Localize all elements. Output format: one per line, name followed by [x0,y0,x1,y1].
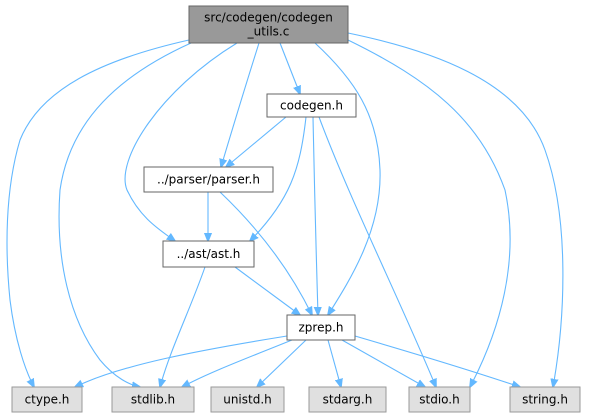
edge-zprep-h-to-stdlib-h [182,339,293,387]
node-label-stdlib-h: stdlib.h [131,393,175,407]
node-box-zprep-h [286,314,356,341]
edge-ast-h-to-zprep-h [234,266,300,315]
node-label-ctype-h: ctype.h [25,393,70,407]
node-root[interactable]: src/codegen/codegen_utils.c [188,5,349,44]
node-label-string-h: string.h [522,393,568,407]
node-label-stdio-h: stdio.h [419,393,459,407]
edge-root-to-zprep-h [314,42,381,315]
edge-root-to-string-h [347,32,564,387]
node-box-codegen-h [266,93,357,118]
edge-codegen-h-to-zprep-h [312,116,318,315]
node-stdio-h: stdio.h [408,386,471,413]
node-parser-h[interactable]: ../parser/parser.h [143,166,274,193]
edge-zprep-h-to-ctype-h [75,335,288,387]
edge-zprep-h-to-stdarg-h [327,339,341,387]
edge-zprep-h-to-string-h [354,335,520,387]
node-label-ast-h: ../ast/ast.h [177,247,241,261]
node-box-root [188,5,349,44]
node-label-parser-h: ../parser/parser.h [157,173,260,187]
node-ctype-h: ctype.h [11,386,83,413]
node-box-unistd-h [210,386,285,413]
node-string-h: string.h [509,386,581,413]
node-box-ast-h [162,240,255,268]
node-box-stdlib-h [111,386,195,413]
node-label-zprep-h: zprep.h [298,321,343,335]
edge-codegen-h-to-parser-h [226,116,287,167]
edge-codegen-h-to-ast-h [250,116,307,241]
edge-zprep-h-to-stdio-h [341,339,425,387]
edge-root-to-parser-h [221,42,260,167]
node-stdlib-h: stdlib.h [111,386,195,413]
node-box-string-h [509,386,581,413]
edge-parser-h-to-zprep-h [219,191,312,315]
node-zprep-h[interactable]: zprep.h [286,314,356,341]
node-stdarg-h: stdarg.h [308,386,387,413]
node-box-stdarg-h [308,386,387,413]
node-label-stdarg-h: stdarg.h [323,393,373,407]
edge-root-to-ast-h [124,42,238,241]
node-box-parser-h [143,166,274,193]
node-label-unistd-h: unistd.h [223,393,272,407]
node-box-stdio-h [408,386,471,413]
node-label-codegen-h: codegen.h [280,99,343,113]
edges [6,32,564,387]
edge-root-to-codegen-h [279,42,300,94]
edge-root-to-stdlib-h [58,42,192,387]
node-label-root-line-2: _utils.c [247,25,290,39]
edge-codegen-h-to-stdio-h [318,116,436,387]
nodes: src/codegen/codegen_utils.c codegen.h ../p… [11,5,581,413]
edge-root-to-ctype-h [6,39,190,387]
edge-zprep-h-to-unistd-h [257,339,307,387]
node-label-root-line-1: src/codegen/codegen [204,11,333,25]
node-box-ctype-h [11,386,83,413]
node-unistd-h: unistd.h [210,386,285,413]
edge-root-to-stdio-h [347,39,511,387]
edge-ast-h-to-stdlib-h [160,266,206,387]
node-codegen-h[interactable]: codegen.h [266,93,357,118]
node-ast-h[interactable]: ../ast/ast.h [162,240,255,268]
